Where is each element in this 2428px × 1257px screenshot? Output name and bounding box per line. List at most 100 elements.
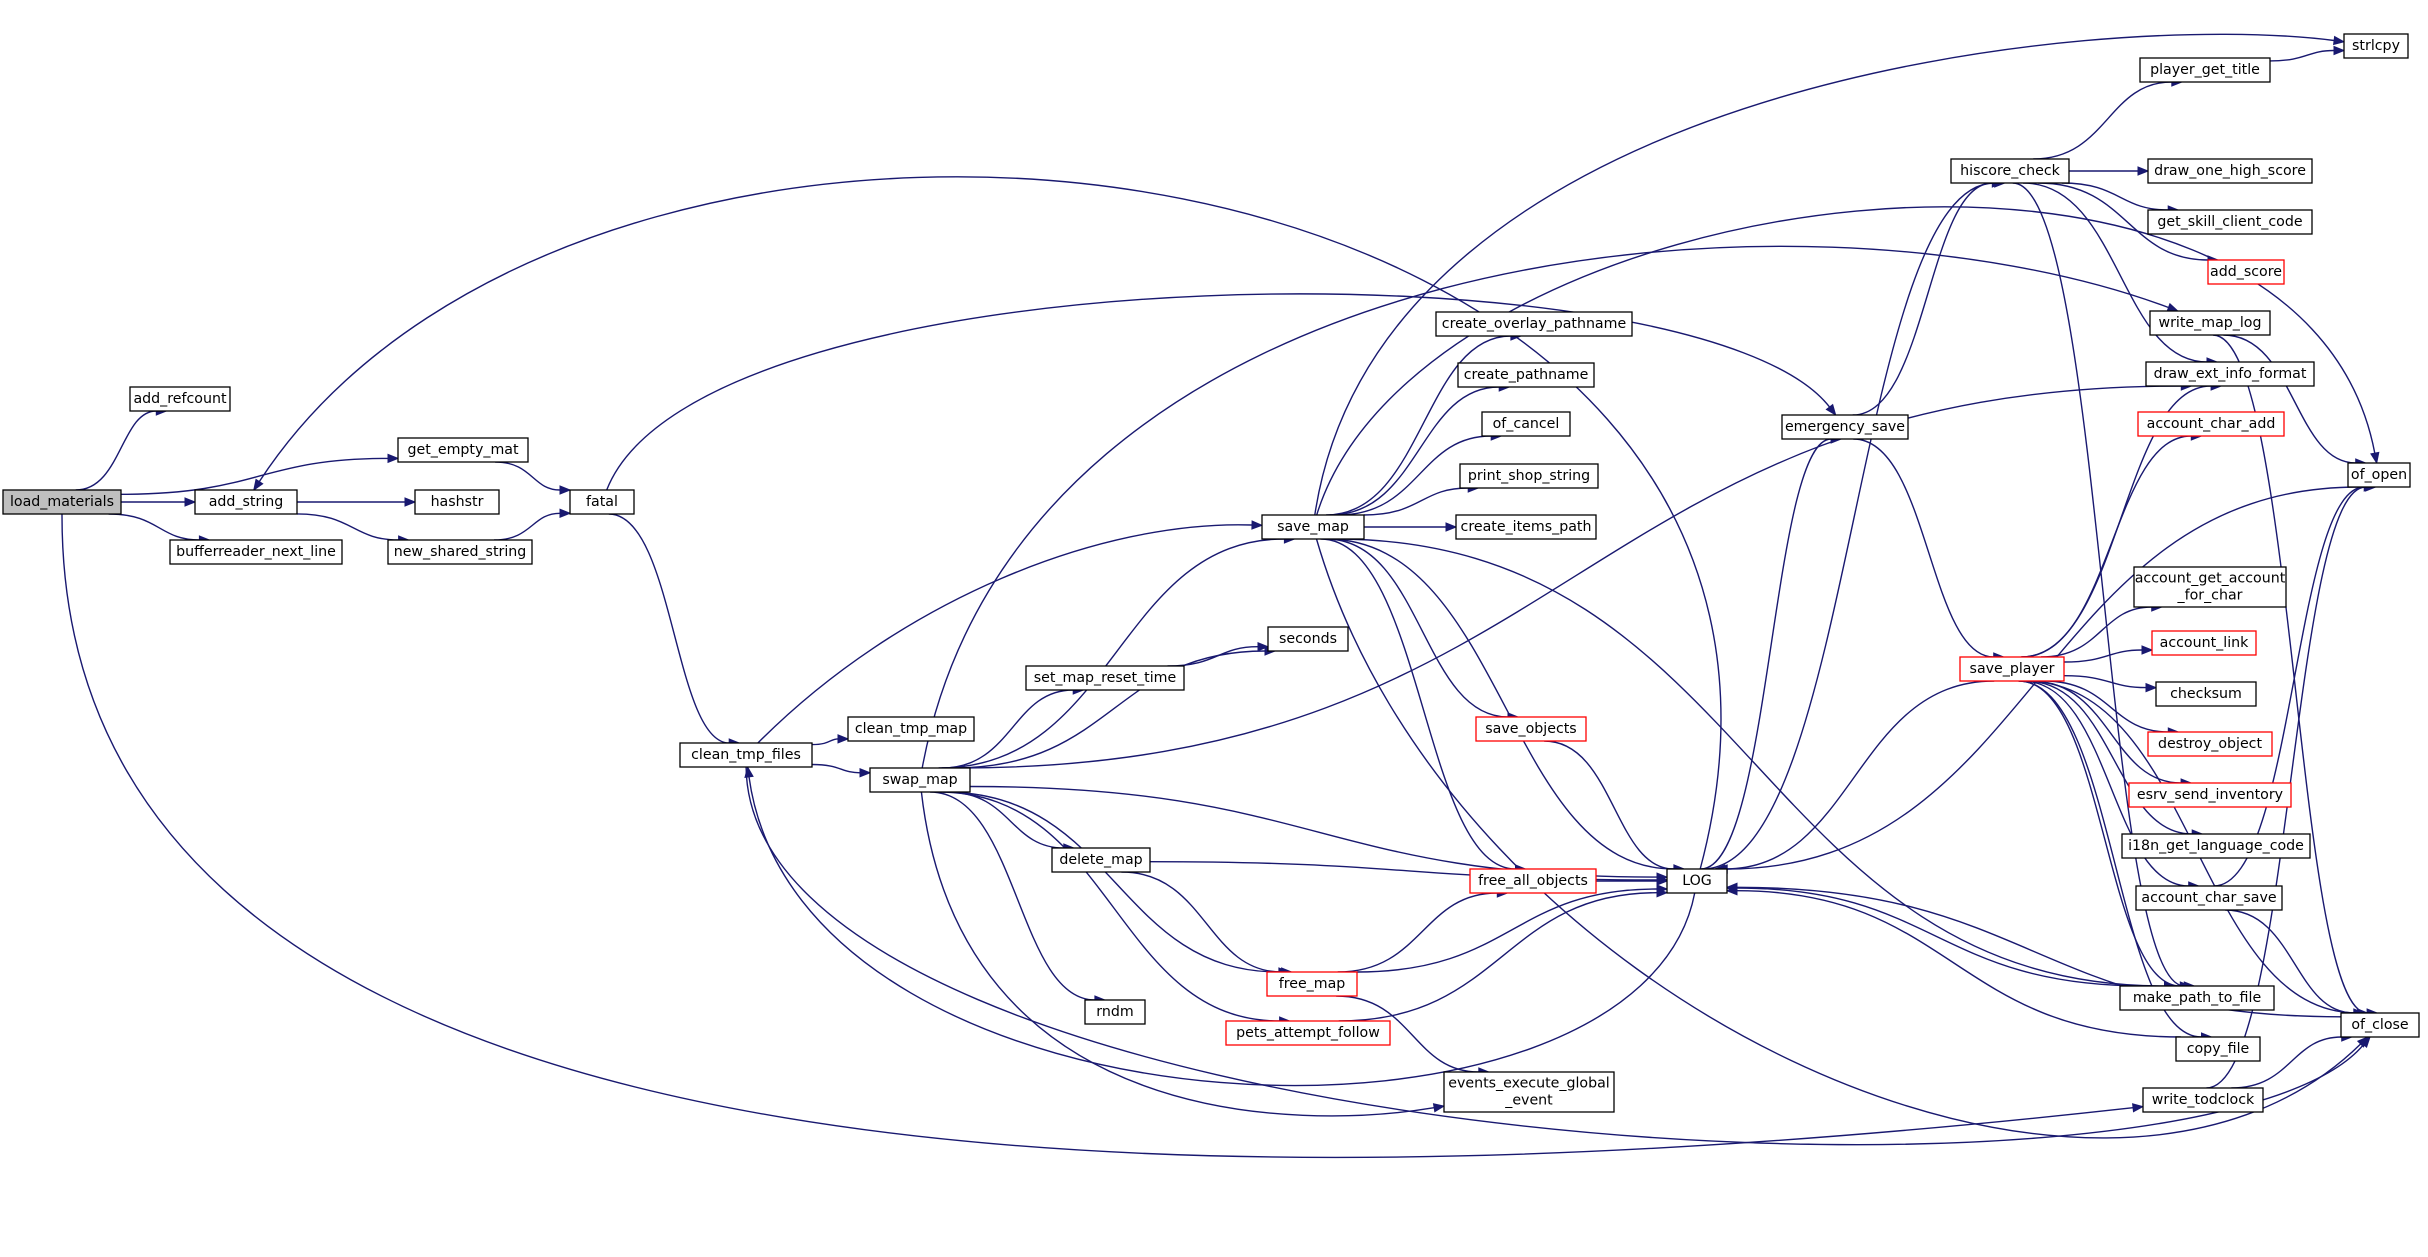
node-box[interactable] xyxy=(1455,514,1597,540)
node-create_overlay_pathname[interactable]: create_overlay_pathname xyxy=(1435,311,1633,337)
node-clean_tmp_map[interactable]: clean_tmp_map xyxy=(847,716,975,742)
node-player_get_title[interactable]: player_get_title xyxy=(2139,57,2271,83)
node-box[interactable] xyxy=(2145,361,2315,387)
node-box[interactable] xyxy=(1475,716,1587,742)
node-box[interactable] xyxy=(2340,1012,2420,1038)
node-seconds[interactable]: seconds xyxy=(1267,626,1349,652)
node-box[interactable] xyxy=(2175,1036,2261,1062)
node-account_link[interactable]: account_link xyxy=(2151,630,2257,656)
node-box[interactable] xyxy=(2128,782,2292,808)
node-of_open[interactable]: of_open xyxy=(2347,462,2411,488)
node-box[interactable] xyxy=(1443,1071,1615,1113)
node-print_shop_string[interactable]: print_shop_string xyxy=(1459,463,1599,489)
node-box[interactable] xyxy=(397,437,529,463)
node-box[interactable] xyxy=(2347,462,2411,488)
node-box[interactable] xyxy=(129,386,231,412)
node-box[interactable] xyxy=(414,489,500,515)
node-draw_ext_info_format[interactable]: draw_ext_info_format xyxy=(2145,361,2315,387)
node-box[interactable] xyxy=(2119,985,2275,1011)
node-make_path_to_file[interactable]: make_path_to_file xyxy=(2119,985,2275,1011)
node-strlcpy[interactable]: strlcpy xyxy=(2343,33,2409,59)
node-i18n_get_language_code[interactable]: i18n_get_language_code xyxy=(2121,833,2311,859)
node-box[interactable] xyxy=(169,539,343,565)
node-pets_attempt_follow[interactable]: pets_attempt_follow xyxy=(1225,1020,1391,1046)
node-write_todclock[interactable]: write_todclock xyxy=(2142,1087,2264,1113)
node-box[interactable] xyxy=(1261,514,1365,540)
node-get_empty_mat[interactable]: get_empty_mat xyxy=(397,437,529,463)
node-add_string[interactable]: add_string xyxy=(194,489,298,515)
node-box[interactable] xyxy=(2121,833,2311,859)
node-save_player[interactable]: save_player xyxy=(1959,656,2065,682)
node-box[interactable] xyxy=(194,489,298,515)
node-box[interactable] xyxy=(1225,1020,1391,1046)
node-box[interactable] xyxy=(1267,626,1349,652)
node-of_cancel[interactable]: of_cancel xyxy=(1481,411,1571,437)
node-box[interactable] xyxy=(1481,411,1571,437)
node-esrv_send_inventory[interactable]: esrv_send_inventory xyxy=(2128,782,2292,808)
node-bufferreader_next_line[interactable]: bufferreader_next_line xyxy=(169,539,343,565)
node-box[interactable] xyxy=(2139,57,2271,83)
node-draw_one_high_score[interactable]: draw_one_high_score xyxy=(2147,158,2313,184)
node-LOG[interactable]: LOG xyxy=(1666,868,1728,894)
node-box[interactable] xyxy=(2147,158,2313,184)
node-get_skill_client_code[interactable]: get_skill_client_code xyxy=(2147,209,2313,235)
node-box[interactable] xyxy=(1666,868,1728,894)
node-swap_map[interactable]: swap_map xyxy=(869,767,971,793)
node-box[interactable] xyxy=(2135,885,2283,911)
node-account_char_add[interactable]: account_char_add xyxy=(2137,411,2285,437)
node-set_map_reset_time[interactable]: set_map_reset_time xyxy=(1025,665,1185,691)
node-of_close[interactable]: of_close xyxy=(2340,1012,2420,1038)
node-box[interactable] xyxy=(679,742,813,768)
node-box[interactable] xyxy=(1266,971,1358,997)
node-box[interactable] xyxy=(569,489,635,515)
node-box[interactable] xyxy=(1950,158,2070,184)
node-account_char_save[interactable]: account_char_save xyxy=(2135,885,2283,911)
node-box[interactable] xyxy=(2343,33,2409,59)
node-create_items_path[interactable]: create_items_path xyxy=(1455,514,1597,540)
node-copy_file[interactable]: copy_file xyxy=(2175,1036,2261,1062)
node-create_pathname[interactable]: create_pathname xyxy=(1457,362,1595,388)
node-free_map[interactable]: free_map xyxy=(1266,971,1358,997)
node-events_execute_global_event[interactable]: events_execute_global_event xyxy=(1443,1071,1615,1113)
node-write_map_log[interactable]: write_map_log xyxy=(2149,310,2271,336)
node-add_refcount[interactable]: add_refcount xyxy=(129,386,231,412)
node-box[interactable] xyxy=(869,767,971,793)
node-box[interactable] xyxy=(2133,566,2287,608)
node-box[interactable] xyxy=(1959,656,2065,682)
node-box[interactable] xyxy=(2155,681,2257,707)
node-box[interactable] xyxy=(1084,999,1146,1025)
node-box[interactable] xyxy=(2,489,122,515)
node-box[interactable] xyxy=(1051,847,1151,873)
node-free_all_objects[interactable]: free_all_objects xyxy=(1469,868,1597,894)
node-clean_tmp_files[interactable]: clean_tmp_files xyxy=(679,742,813,768)
node-destroy_object[interactable]: destroy_object xyxy=(2147,731,2273,757)
node-box[interactable] xyxy=(387,539,533,565)
node-new_shared_string[interactable]: new_shared_string xyxy=(387,539,533,565)
node-account_get_account_for_char[interactable]: account_get_account_for_char xyxy=(2133,566,2287,608)
node-box[interactable] xyxy=(847,716,975,742)
node-hashstr[interactable]: hashstr xyxy=(414,489,500,515)
node-load_materials[interactable]: load_materials xyxy=(2,489,122,515)
node-emergency_save[interactable]: emergency_save xyxy=(1781,414,1909,440)
node-box[interactable] xyxy=(2137,411,2285,437)
node-save_objects[interactable]: save_objects xyxy=(1475,716,1587,742)
node-box[interactable] xyxy=(1435,311,1633,337)
node-box[interactable] xyxy=(2151,630,2257,656)
node-box[interactable] xyxy=(1781,414,1909,440)
node-box[interactable] xyxy=(2147,731,2273,757)
node-box[interactable] xyxy=(2207,259,2285,285)
node-hiscore_check[interactable]: hiscore_check xyxy=(1950,158,2070,184)
node-rndm[interactable]: rndm xyxy=(1084,999,1146,1025)
node-box[interactable] xyxy=(2149,310,2271,336)
node-fatal[interactable]: fatal xyxy=(569,489,635,515)
node-box[interactable] xyxy=(1459,463,1599,489)
node-box[interactable] xyxy=(2147,209,2313,235)
node-checksum[interactable]: checksum xyxy=(2155,681,2257,707)
node-box[interactable] xyxy=(1469,868,1597,894)
node-delete_map[interactable]: delete_map xyxy=(1051,847,1151,873)
node-box[interactable] xyxy=(2142,1087,2264,1113)
node-box[interactable] xyxy=(1457,362,1595,388)
node-box[interactable] xyxy=(1025,665,1185,691)
node-save_map[interactable]: save_map xyxy=(1261,514,1365,540)
node-add_score[interactable]: add_score xyxy=(2207,259,2285,285)
